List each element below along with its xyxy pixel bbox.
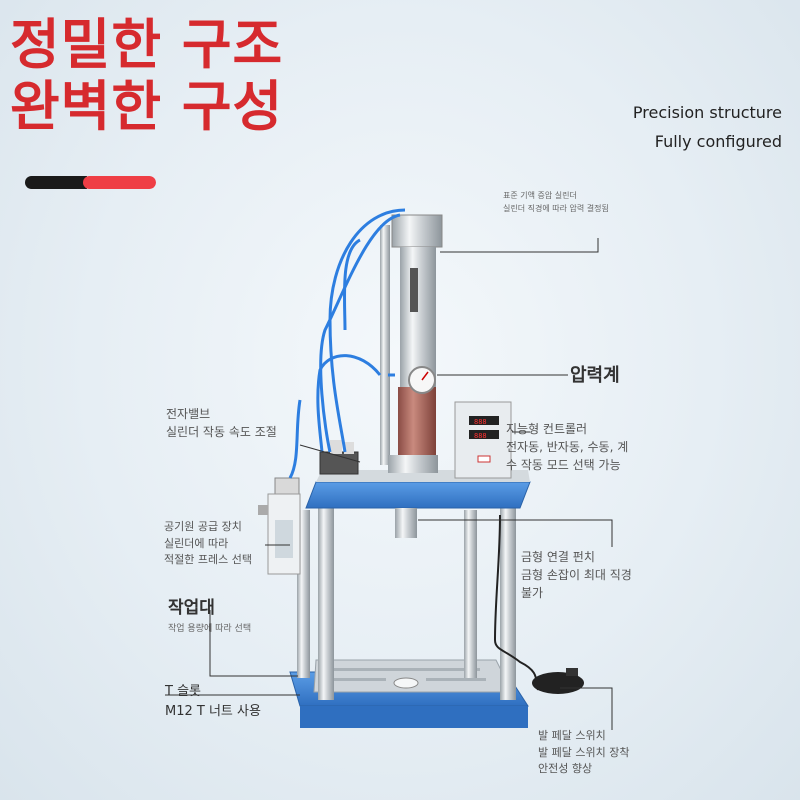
air-supply-unit	[258, 477, 301, 575]
svg-text:888: 888	[474, 418, 487, 426]
callout-lines	[165, 238, 613, 730]
gauge-label: 압력계	[570, 365, 620, 386]
headline-line2: 완벽한 구성	[10, 75, 284, 138]
cylinder-label: 표준 기액 증압 실린더 실린더 직경에 따라 압력 결정됨	[503, 191, 609, 213]
valve-label: 전자밸브 실린더 작동 속도 조절	[166, 407, 277, 439]
worktable-label: 작업대 작업 용량에 따라 선택	[168, 598, 252, 634]
controller: 888 888	[454, 401, 512, 479]
accent-bar	[25, 176, 156, 189]
pressure-gauge	[408, 366, 436, 394]
cylinder	[380, 214, 443, 473]
headline: 정밀한 구조 완벽한 구성	[10, 14, 283, 138]
svg-text:888: 888	[474, 432, 487, 440]
punch	[395, 508, 417, 538]
air-supply-label: 공기원 공급 장치 실린더에 따라 적절한 프레스 선택	[164, 520, 252, 566]
headline-line1: 정밀한 구조	[10, 13, 284, 76]
english-line1: Precision structure	[632, 103, 782, 122]
t-slot-label: T 슬롯 M12 T 너트 사용	[165, 684, 261, 719]
air-hoses	[288, 208, 406, 479]
english-line2: Fully configured	[654, 132, 782, 151]
foot-pedal-label: 발 페달 스위치 발 페달 스위치 장착 안전성 향상	[538, 729, 630, 775]
controller-label: 지능형 컨트롤러 전자동, 반자동, 수동, 계 수 작동 모드 선택 가능	[506, 422, 629, 472]
die-punch-label: 금형 연결 펀치 금형 손잡이 최대 직경 불가	[521, 550, 632, 600]
base-plate	[289, 659, 529, 728]
solenoid-valve	[319, 440, 359, 475]
